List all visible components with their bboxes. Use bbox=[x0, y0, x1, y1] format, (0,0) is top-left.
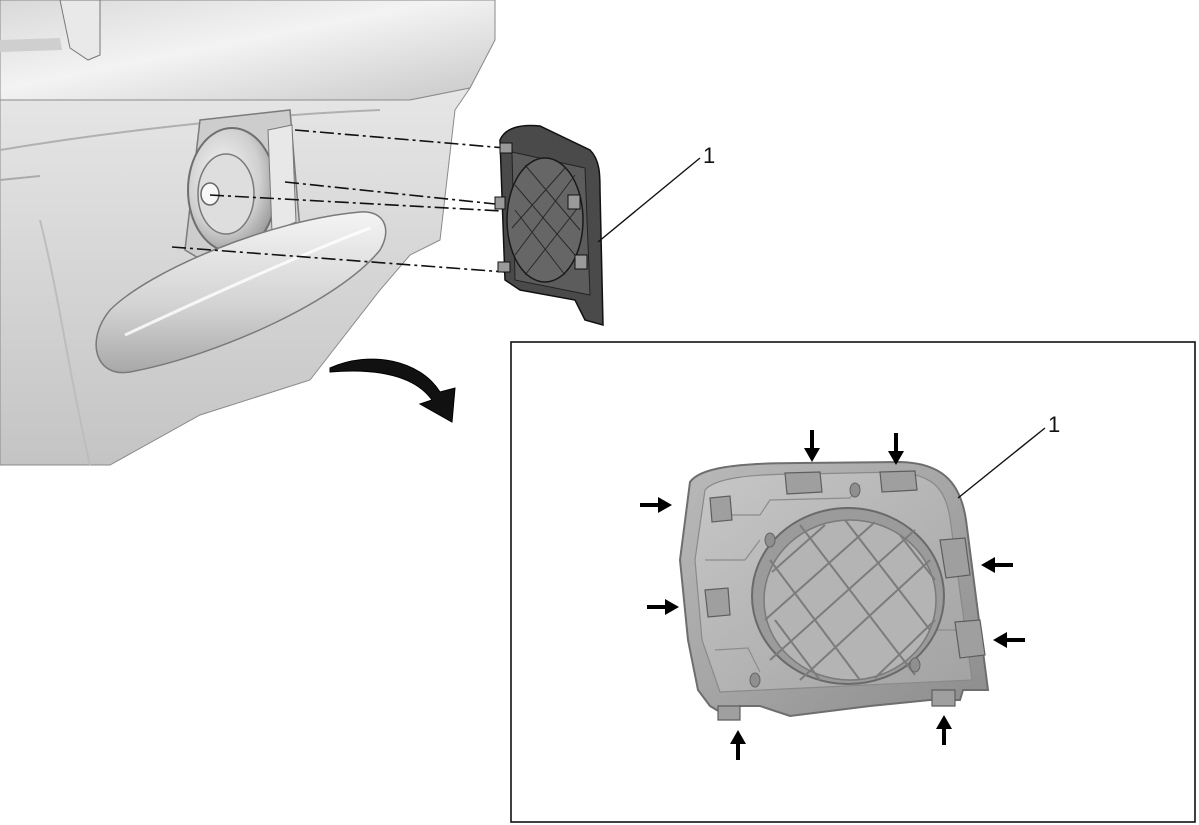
callout-label-detail: 1 bbox=[1048, 412, 1060, 437]
retaining-clip-arrows bbox=[640, 430, 1025, 760]
callout-leader-detail bbox=[957, 427, 1046, 499]
speaker-grille-cover-overview bbox=[494, 124, 604, 326]
clip-arrow-top-left bbox=[804, 430, 820, 462]
callout-leader-overview bbox=[597, 157, 701, 243]
clip-arrow-right-lower bbox=[993, 632, 1025, 648]
clip-arrow-left-lower bbox=[647, 599, 679, 615]
curved-arrow-icon bbox=[329, 358, 456, 423]
clip-arrow-left-upper bbox=[640, 497, 672, 513]
clip-arrow-bottom-right bbox=[936, 715, 952, 745]
speaker-grille-cover-detail bbox=[678, 460, 990, 721]
clip-arrow-right-upper bbox=[981, 557, 1013, 573]
clip-arrow-top-right bbox=[888, 433, 904, 465]
armrest bbox=[95, 211, 387, 374]
speaker bbox=[184, 109, 301, 266]
clip-arrow-bottom-left bbox=[730, 730, 746, 760]
callout-label-overview: 1 bbox=[703, 143, 715, 168]
